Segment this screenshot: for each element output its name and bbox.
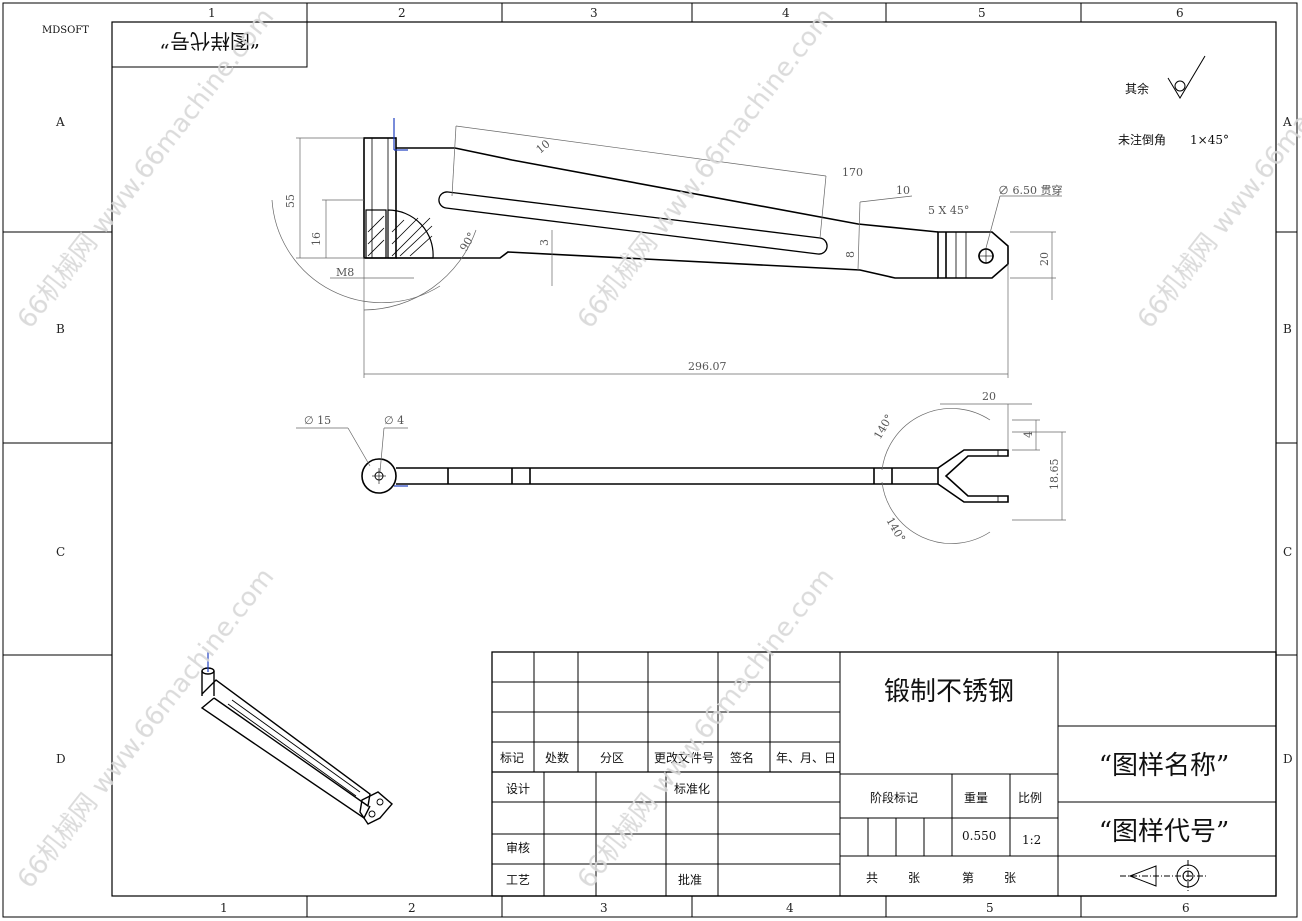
rev-header-date: 年、月、日 (776, 751, 836, 765)
dim-front-55: 55 (284, 194, 297, 208)
row-label-rd: D (1283, 752, 1293, 766)
dim-front-8: 8 (844, 251, 857, 258)
row-label-rc: C (1283, 545, 1292, 559)
dim-front-chamfer: 5 X 45° (928, 204, 969, 217)
surface-finish-label: 其余 (1125, 81, 1149, 96)
row-label-rb: B (1283, 322, 1292, 336)
dim-front-10: 10 (534, 137, 553, 156)
datum-marker-front (393, 118, 408, 151)
chamfer-value: 1×45° (1190, 133, 1229, 147)
zone-labels-left: A B C D (55, 115, 66, 766)
label-weight: 重量 (964, 791, 988, 805)
rev-header-doc: 更改文件号 (654, 750, 714, 765)
row-label-b: B (56, 322, 65, 336)
weight-value: 0.550 (962, 829, 996, 843)
watermark-2: 66机械网 www.66machine.com (572, 2, 840, 334)
surface-finish-icon (1167, 55, 1206, 99)
scale-value: 1:2 (1022, 833, 1041, 847)
col-label-1: 1 (208, 6, 216, 20)
col-label-b1: 1 (220, 901, 228, 915)
dim-front-10b: 10 (896, 184, 910, 197)
label-approve: 批准 (678, 872, 702, 887)
isometric-view (200, 667, 393, 825)
col-label-3: 3 (590, 6, 598, 20)
row-label-a: A (55, 115, 65, 129)
dim-top-d4: ∅ 4 (384, 414, 404, 427)
col-label-b6: 6 (1182, 901, 1190, 915)
corner-drawing-code: “图样代号” (160, 29, 260, 53)
label-design: 设计 (506, 782, 530, 796)
software-label: MDSOFT (42, 25, 89, 36)
label-page: 第 (962, 871, 974, 885)
front-dimension-lines (271, 125, 1062, 378)
top-dimension-lines (296, 403, 1066, 544)
dim-top-angle1: 140° (871, 412, 896, 441)
col-label-b3: 3 (600, 901, 608, 915)
section-hatch (365, 209, 434, 259)
material-name: 锻制不锈钢 (884, 677, 1014, 707)
label-process: 工艺 (506, 873, 530, 887)
label-stage-mark: 阶段标记 (870, 790, 918, 805)
label-page-sheet: 张 (1004, 871, 1016, 885)
top-view (361, 449, 1009, 503)
rev-header-zone: 分区 (600, 751, 624, 765)
col-label-6: 6 (1176, 6, 1184, 20)
label-standard: 标准化 (674, 782, 710, 796)
col-label-b4: 4 (786, 901, 794, 915)
col-label-5: 5 (978, 6, 986, 20)
rev-header-sign: 签名 (730, 750, 754, 765)
dim-top-4: 4 (1022, 431, 1035, 438)
label-review: 审核 (506, 840, 530, 855)
dim-front-angle: 90° (457, 230, 478, 253)
rev-header-mark: 标记 (500, 751, 524, 765)
label-total: 共 (866, 871, 878, 885)
row-label-c: C (56, 545, 65, 559)
watermark-1: 66机械网 www.66machine.com (12, 2, 280, 334)
chamfer-label: 未注倒角 (1118, 132, 1166, 147)
watermark-5: 66机械网 www.66machine.com (572, 562, 840, 894)
col-label-b5: 5 (986, 901, 994, 915)
label-total-sheets: 张 (908, 871, 920, 885)
zone-labels-bottom: 1 2 3 4 5 6 (220, 901, 1190, 915)
zone-labels-right: A B C D (1282, 115, 1293, 766)
dim-top-d15: ∅ 15 (304, 414, 331, 427)
dim-front-hole: ∅ 6.50 贯穿 (998, 183, 1063, 197)
drawing-name: “图样名称” (1099, 751, 1230, 781)
col-label-2: 2 (398, 6, 406, 20)
dim-front-3: 3 (538, 239, 551, 246)
watermark-4: 66机械网 www.66machine.com (12, 562, 280, 894)
dim-front-16: 16 (310, 232, 323, 246)
dim-top-20: 20 (982, 390, 996, 403)
dim-front-m8: M8 (336, 266, 354, 279)
label-scale: 比例 (1018, 791, 1042, 805)
dim-front-20: 20 (1038, 252, 1051, 266)
col-label-4: 4 (782, 6, 790, 20)
row-label-d: D (56, 752, 66, 766)
projection-symbol-icon (1120, 860, 1206, 892)
dim-top-1865: 18.65 (1048, 459, 1061, 491)
zone-labels-top: 1 2 3 4 5 6 (208, 6, 1184, 20)
drawing-code: “图样代号” (1099, 817, 1230, 847)
rev-header-count: 处数 (545, 750, 569, 765)
dim-top-angle2: 140° (883, 515, 908, 544)
title-block (491, 651, 1277, 897)
dim-front-170: 170 (842, 166, 863, 179)
row-label-ra: A (1282, 115, 1292, 129)
dim-front-total: 296.07 (688, 360, 727, 373)
col-label-b2: 2 (408, 901, 416, 915)
